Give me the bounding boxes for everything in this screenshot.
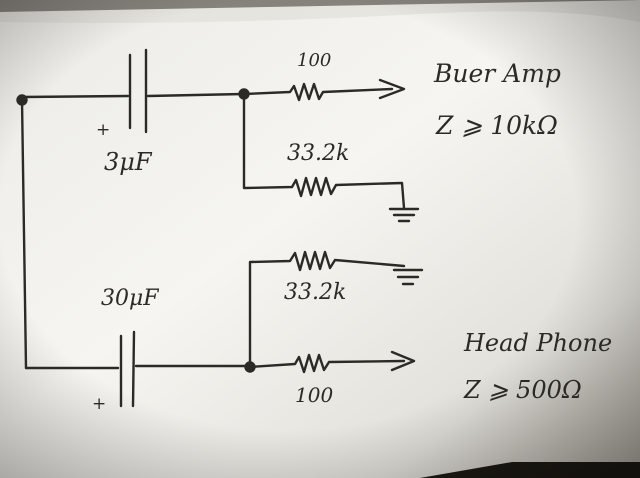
top-series-resistor-value: 100 [297,50,331,71]
top-shunt-resistor-value: 33.2k [287,141,349,166]
bottom-output-impedance: Z ⩾ 500Ω [463,376,582,404]
bottom-shunt-resistor-value: 33.2k [284,280,346,305]
bottom-capacitor-plate [131,330,136,408]
bottom-ground-symbol [392,268,424,286]
top-output-arrow [378,78,406,100]
top-input-wire [20,94,130,99]
top-shunt-resistor [242,92,406,210]
top-cap-to-node-wire [146,92,245,98]
bottom-capacitor-value: 30μF [101,286,159,311]
input-rail [20,98,28,370]
bottom-series-resistor-value: 100 [295,383,333,407]
bottom-capacitor-polarity: + [92,394,106,414]
bottom-output-arrow [390,350,416,372]
top-series-resistor [242,82,394,102]
top-capacitor-value: 3μF [104,148,153,176]
bottom-shunt-resistor [248,250,406,369]
top-ground-symbol [388,207,420,223]
bottom-output-label: Head Phone [463,329,612,357]
bottom-series-resistor [248,353,406,374]
top-output-impedance: Z ⩾ 10kΩ [435,111,558,140]
top-capacitor-polarity: + [96,120,110,140]
top-output-label: Buer Amp [433,59,561,88]
